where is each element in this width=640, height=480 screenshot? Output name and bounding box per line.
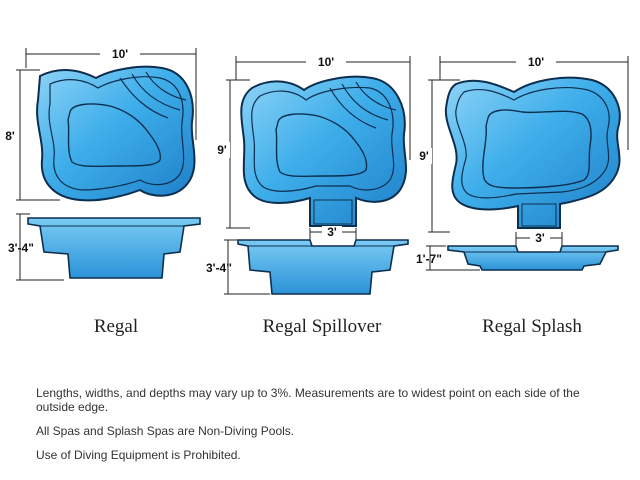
regal-splash-floor bbox=[482, 109, 592, 189]
note-measurement-variance: Lengths, widths, and depths may vary up … bbox=[36, 386, 580, 414]
regal-length-label: 8' bbox=[5, 129, 15, 143]
note-non-diving: All Spas and Splash Spas are Non-Diving … bbox=[36, 424, 295, 438]
regal-splash-width-label: 10' bbox=[528, 55, 544, 69]
regal-floor bbox=[67, 103, 162, 168]
regal-splash-diagram: 10' 9' 3' 1'-7" bbox=[416, 54, 629, 271]
regal-spillover-weir-label: 3' bbox=[327, 225, 337, 239]
model-name-regal-spillover: Regal Spillover bbox=[262, 316, 382, 337]
regal-diagram: 10' 8' 3'-4" bbox=[2, 46, 201, 281]
regal-spillover-length-label: 9' bbox=[217, 143, 227, 157]
model-name-regal-splash: Regal Splash bbox=[482, 316, 582, 337]
regal-splash-top-view bbox=[444, 76, 621, 229]
regal-splash-profile-view bbox=[447, 245, 619, 271]
regal-length-dimension bbox=[16, 69, 60, 201]
regal-depth-dimension bbox=[16, 213, 64, 281]
regal-splash-weir-label: 3' bbox=[535, 231, 545, 245]
regal-spillover-top-view bbox=[240, 75, 408, 227]
regal-profile-view bbox=[27, 217, 201, 279]
regal-spillover-diagram: 10' 9' 3' 3'-4" bbox=[206, 54, 411, 295]
model-name-regal: Regal bbox=[93, 316, 139, 337]
regal-splash-depth-dimension bbox=[426, 245, 480, 271]
regal-width-label: 10' bbox=[112, 47, 128, 61]
pool-diagrams: 10' 8' 3'-4" bbox=[2, 46, 629, 295]
regal-top-view bbox=[36, 65, 196, 202]
regal-spillover-depth-label: 3'-4" bbox=[206, 261, 232, 275]
note-no-diving-equipment: Use of Diving Equipment is Prohibited. bbox=[36, 448, 241, 462]
regal-splash-depth-label: 1'-7" bbox=[416, 252, 442, 266]
regal-depth-label: 3'-4" bbox=[8, 241, 34, 255]
regal-spillover-profile-view bbox=[237, 239, 409, 295]
disclaimer-notes: Lengths, widths, and depths may vary up … bbox=[36, 386, 616, 472]
regal-spillover-width-label: 10' bbox=[318, 55, 334, 69]
regal-splash-length-label: 9' bbox=[419, 149, 429, 163]
